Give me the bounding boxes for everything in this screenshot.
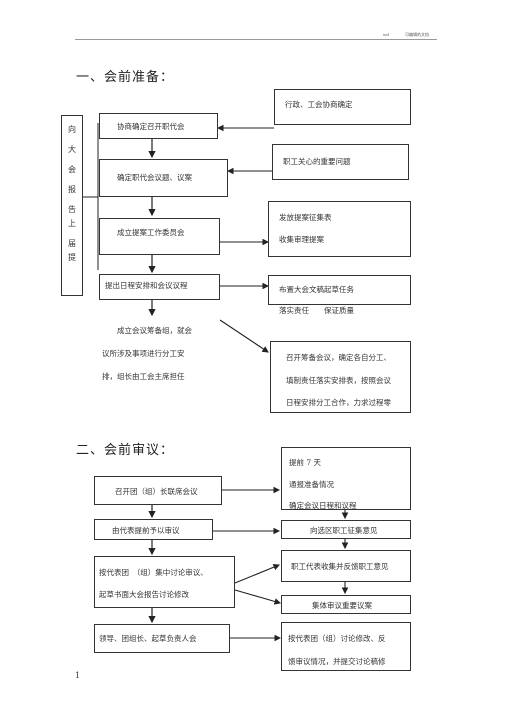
note-collect-opinions: 向选区职工征集意见 <box>281 520 411 539</box>
note-label-line: 收集审理提案 <box>279 235 324 244</box>
side-char: 提 <box>68 253 76 262</box>
note-staff-feedback: 职工代表收集并反馈职工意见 <box>281 550 411 582</box>
note-prep-meeting: 召开筹备会议，确定各自分工、 填制责任落实安排表，按照会议 日程安排分工合作，力… <box>270 341 411 413</box>
note-label-line: 确定会议日程和议程 <box>289 501 357 510</box>
step-proposal-committee: 成立提案工作委员会 <box>99 218 220 255</box>
note-proposal-forms: 发放提案征集表 收集审理提案 <box>268 201 411 257</box>
note-drafting-tasks: 布置大会文稿起草任务 落实责任 保证质量 <box>268 275 411 315</box>
note-label: 向选区职工征集意见 <box>310 526 378 535</box>
step-joint-meeting: 召开团（组）长联席会议 <box>94 476 222 505</box>
note-label-line: 按代表团（组）讨论修改、反 <box>288 634 386 643</box>
note-label: 行政、工会协商确定 <box>285 100 353 109</box>
note-label: 集体审议重要议案 <box>312 601 372 610</box>
note-label-line: 发放提案征集表 <box>279 213 332 222</box>
note-label-line: 日程安排分工合作，力求过程零 <box>286 398 391 407</box>
section-title-review: 二、会前审议： <box>76 443 175 458</box>
note-label-line: 通报准备情况 <box>289 480 334 489</box>
note-label-line: 布置大会文稿起草任务 <box>279 285 354 294</box>
step-label: 成立提案工作委员会 <box>117 228 185 237</box>
side-char: 会 <box>68 165 76 174</box>
step-label: 领导、团组长、起草负责人会 <box>99 634 197 643</box>
step-confirm-topics: 确定职代会议题、议案 <box>99 159 228 197</box>
step-label-line: 起草书面大会报告讨论修改 <box>99 590 189 599</box>
side-char: 告 <box>68 205 76 214</box>
step-label: 召开团（组）长联席会议 <box>115 487 198 496</box>
side-char: 大 <box>68 145 76 154</box>
step-label-line: 成立会议筹备组，就会 <box>117 326 192 335</box>
step-label-line: 排，组长由工会主席担任 <box>102 372 185 381</box>
header-left-text: wd <box>383 32 389 37</box>
note-advance-notice: 提前 7 天 通报准备情况 确定会议日程和议程 <box>281 447 411 510</box>
step-schedule-agenda: 提出日程安排和会议议程 <box>99 274 220 300</box>
step-label: 协商确定召开职代会 <box>117 122 185 131</box>
side-char: 届 <box>68 239 76 248</box>
note-collective-review: 集体审议重要议案 <box>281 595 411 614</box>
note-group-revision: 按代表团（组）讨论修改、反 馈审议情况，并提交讨论稿修 <box>281 622 411 671</box>
step-label: 提出日程安排和会议议程 <box>105 281 188 290</box>
side-report-box: 向 大 会 报 告 上 届 提 <box>61 115 83 296</box>
note-label: 职工代表收集并反馈职工意见 <box>291 562 389 571</box>
note-label-line: 提前 7 天 <box>289 458 322 467</box>
step-confirm-congress: 协商确定召开职代会 <box>99 113 218 139</box>
header-right-text: 可编辑的文档 <box>405 32 429 37</box>
side-char: 报 <box>68 185 76 194</box>
note-label-line: 填制责任落实安排表，按照会议 <box>286 376 391 385</box>
header-rule <box>75 39 437 40</box>
side-char: 上 <box>68 219 76 228</box>
note-staff-concerns: 职工关心的重要问题 <box>272 144 409 180</box>
note-admin-union: 行政、工会协商确定 <box>274 89 411 125</box>
note-label-line: 馈审议情况，并提交讨论稿修 <box>288 657 386 666</box>
step-leaders-meeting: 领导、团组长、起草负责人会 <box>94 624 230 653</box>
page-number: 1 <box>75 671 81 680</box>
note-label: 职工关心的重要问题 <box>283 157 351 166</box>
step-prep-group: 成立会议筹备组，就会 议所涉及事项进行分工安 排，组长由工会主席担任 <box>99 317 220 381</box>
note-label-line: 召开筹备会议，确定各自分工、 <box>286 353 391 362</box>
step-label: 由代表提前予以审议 <box>112 526 180 535</box>
section-title-prep: 一、会前准备： <box>76 70 175 85</box>
step-label: 确定职代会议题、议案 <box>117 173 192 182</box>
step-label-line: 按代表团 （组）集中讨论审议、 <box>99 568 208 577</box>
side-char: 向 <box>68 125 76 134</box>
step-group-discussion: 按代表团 （组）集中讨论审议、 起草书面大会报告讨论修改 <box>94 556 235 608</box>
note-label-line: 落实责任 保证质量 <box>279 306 354 315</box>
step-label-line: 议所涉及事项进行分工安 <box>102 349 185 358</box>
step-advance-review: 由代表提前予以审议 <box>94 519 213 540</box>
